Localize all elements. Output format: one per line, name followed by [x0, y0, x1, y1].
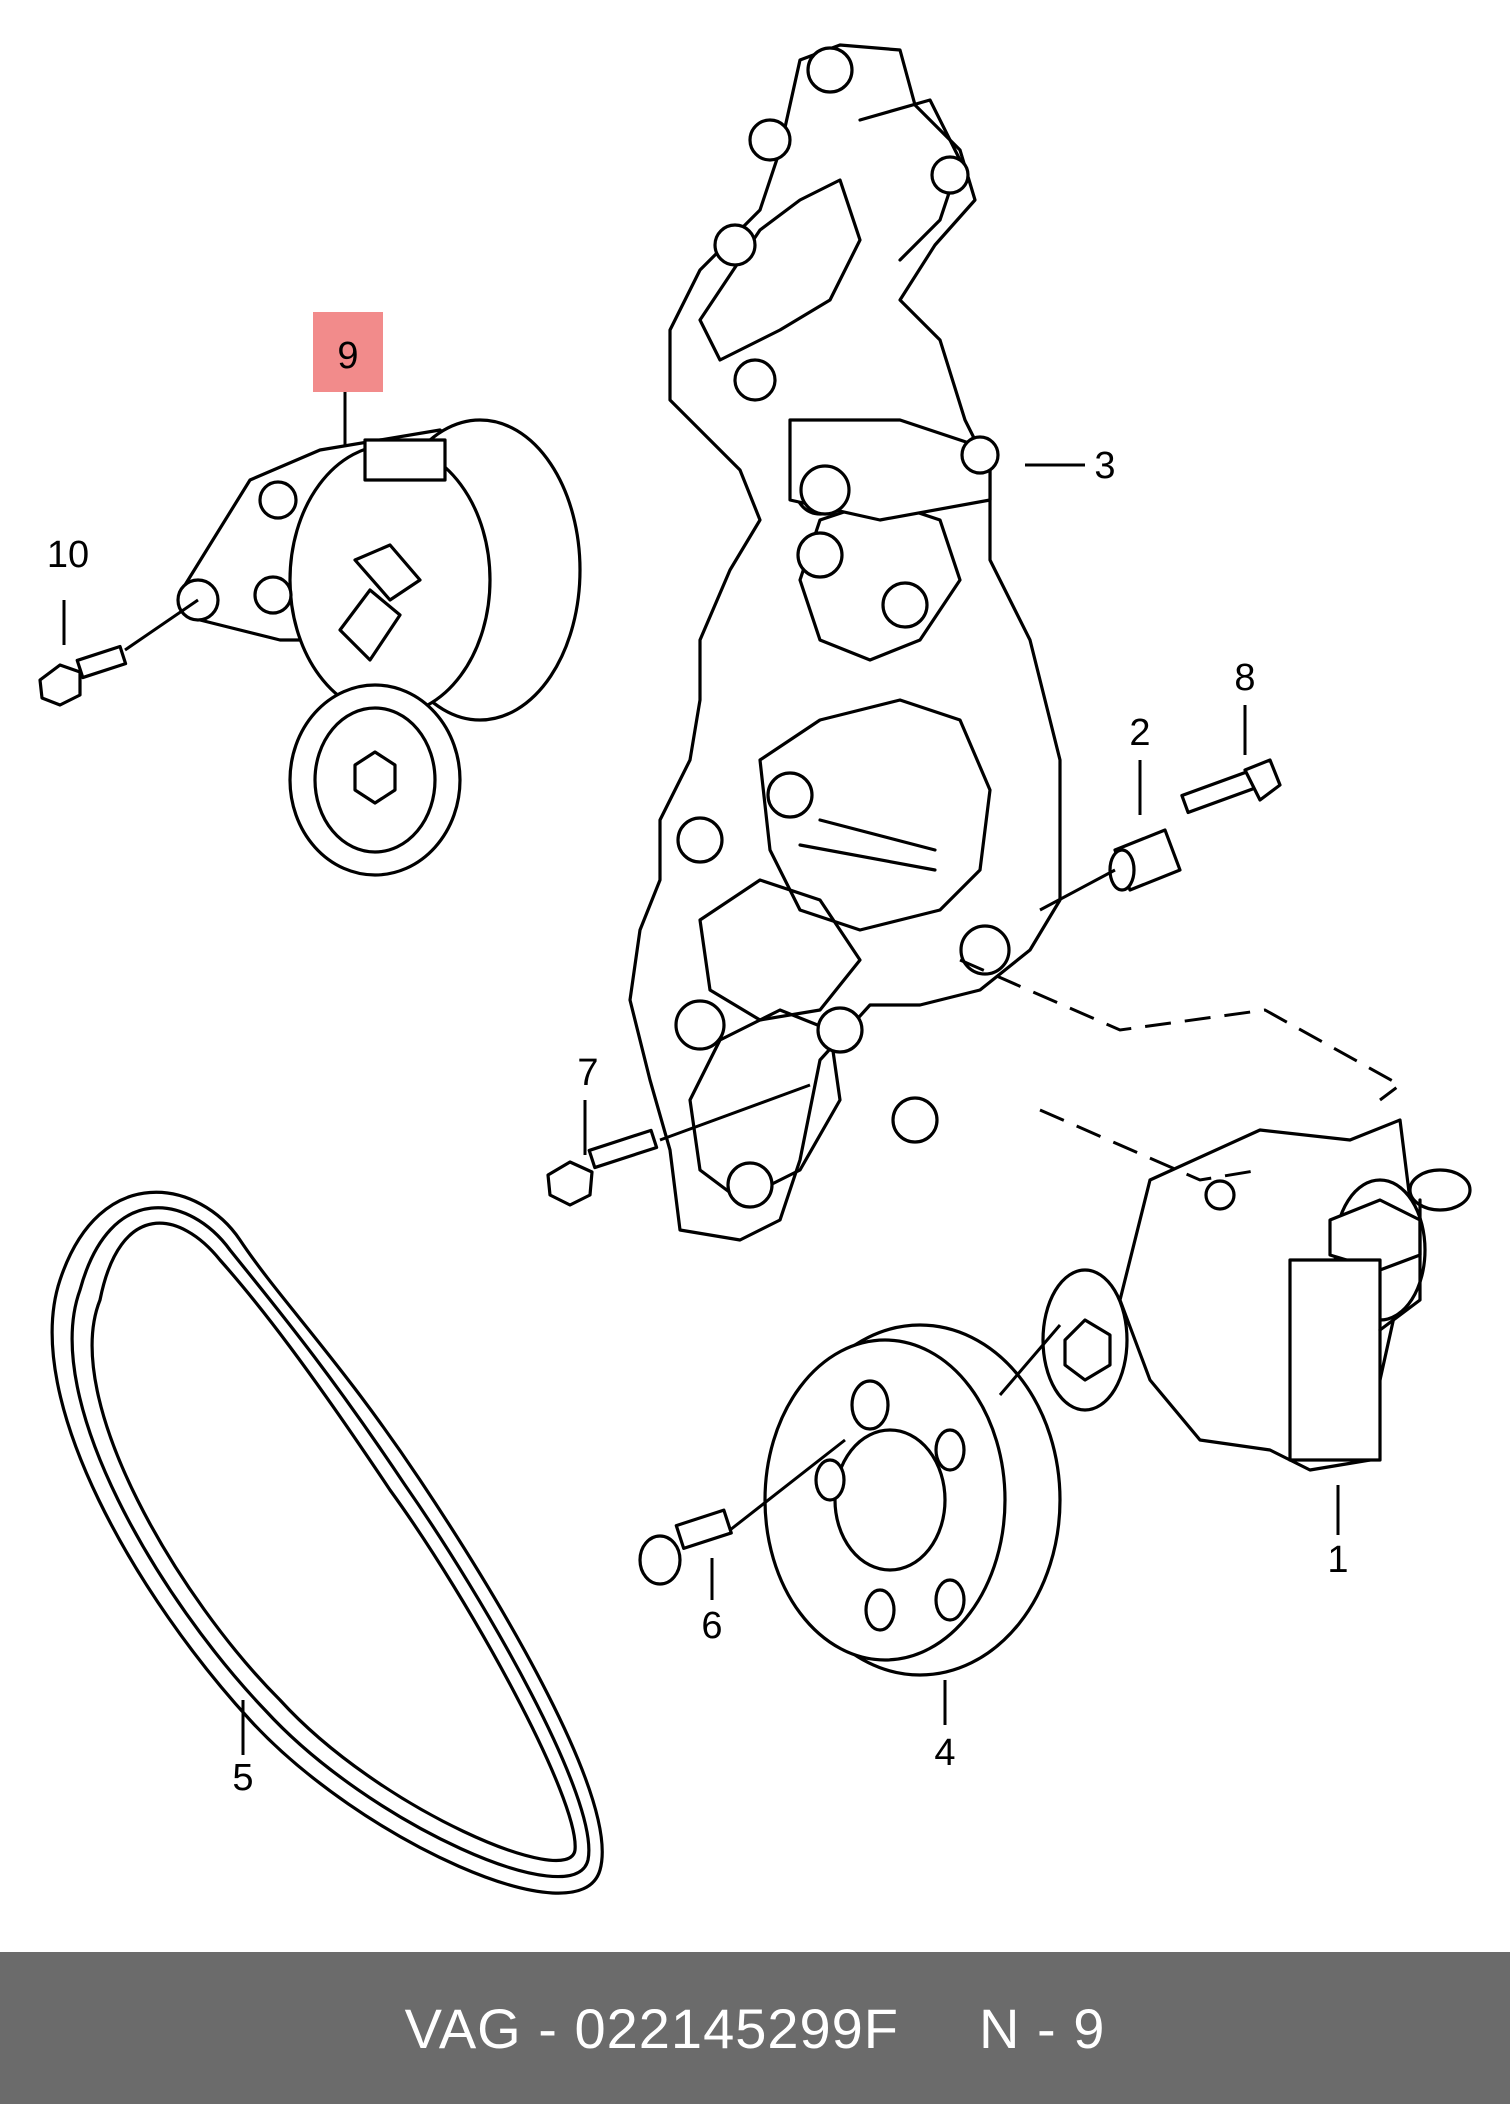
callout-10: 10	[47, 534, 89, 576]
bolt-7	[546, 1128, 659, 1207]
bushing-2	[1108, 828, 1182, 892]
callout-3: 3	[1094, 445, 1115, 487]
pulley	[763, 1323, 1062, 1677]
bolt-6	[638, 1508, 733, 1586]
reference-number: N - 9	[979, 1996, 1106, 2060]
callout-2: 2	[1129, 712, 1150, 754]
ribbed-belt	[50, 1190, 604, 1895]
callout-5: 5	[232, 1757, 253, 1799]
bolt-8	[1180, 758, 1282, 815]
callout-7: 7	[577, 1052, 598, 1094]
callout-9: 9	[337, 335, 358, 377]
footer-bar: VAG - 022145299F N - 9	[0, 1952, 1510, 2104]
callout-6: 6	[701, 1605, 722, 1647]
callout-8: 8	[1234, 657, 1255, 699]
parts-diagram: 9 10 3 8 2 7 1 6 4 5	[38, 43, 1472, 1895]
leader-lines	[62, 380, 1403, 1755]
part-number: VAG - 022145299F	[404, 1996, 900, 2060]
power-steering-pump	[1041, 1118, 1472, 1472]
callout-4: 4	[934, 1732, 955, 1774]
mounting-bracket	[628, 43, 1062, 1242]
belt-tensioner	[176, 418, 582, 877]
callout-1: 1	[1327, 1539, 1348, 1581]
highlight-box	[313, 312, 383, 392]
bolt-10	[38, 644, 128, 707]
